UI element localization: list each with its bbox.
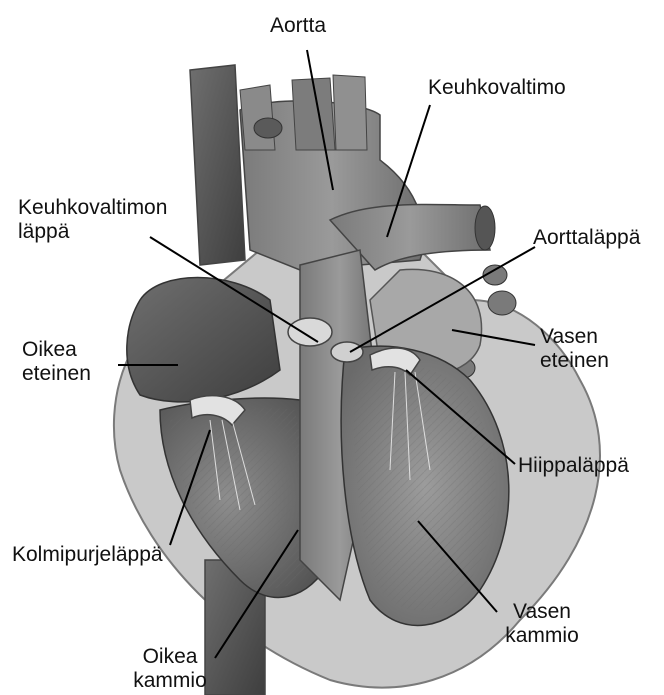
aortic-branch-opening [254, 118, 282, 138]
aortic-branch-3 [333, 75, 367, 150]
label-vasen-eteinen: Vasen eteinen [540, 325, 609, 373]
label-oikea-kammio-line1: Oikea [122, 645, 218, 669]
label-aorttalappa-text: Aorttaläppä [533, 226, 640, 249]
label-keuhkovaltimon-lappa-line1: Keuhkovaltimon [18, 196, 167, 220]
label-vasen-eteinen-line1: Vasen [540, 325, 609, 349]
label-aortta: Aortta [270, 14, 326, 38]
label-kolmipurjelappa: Kolmipurjeläppä [12, 543, 163, 567]
label-oikea-kammio: Oikea kammio [122, 645, 218, 693]
label-keuhkovaltimon-lappa-line2: läppä [18, 220, 167, 244]
label-kolmipurjelappa-text: Kolmipurjeläppä [12, 543, 163, 566]
label-aorttalappa: Aorttaläppä [533, 226, 640, 250]
label-oikea-kammio-line2: kammio [122, 669, 218, 693]
label-keuhkovaltimon-lappa: Keuhkovaltimon läppä [18, 196, 167, 244]
label-hiippalappa-text: Hiippaläppä [518, 454, 629, 477]
label-vasen-eteinen-line2: eteinen [540, 349, 609, 373]
pulmonary-vein-2 [488, 291, 516, 315]
label-oikea-eteinen-line2: eteinen [22, 362, 91, 386]
label-aortta-text: Aortta [270, 14, 326, 37]
label-keuhkovaltimo-text: Keuhkovaltimo [428, 76, 566, 99]
pulmonary-valve [288, 318, 332, 346]
label-vasen-kammio-line2: kammio [494, 624, 590, 648]
superior-vena-cava [190, 65, 245, 265]
label-keuhkovaltimo: Keuhkovaltimo [428, 76, 566, 100]
right-atrium [127, 278, 280, 402]
pulmonary-artery-opening [475, 206, 495, 250]
aortic-valve [331, 342, 363, 362]
label-vasen-kammio: Vasen kammio [494, 600, 590, 648]
aortic-branch-1 [240, 85, 275, 150]
label-hiippalappa: Hiippaläppä [518, 454, 629, 478]
label-oikea-eteinen: Oikea eteinen [22, 338, 91, 386]
label-oikea-eteinen-line1: Oikea [22, 338, 91, 362]
label-vasen-kammio-line1: Vasen [494, 600, 590, 624]
